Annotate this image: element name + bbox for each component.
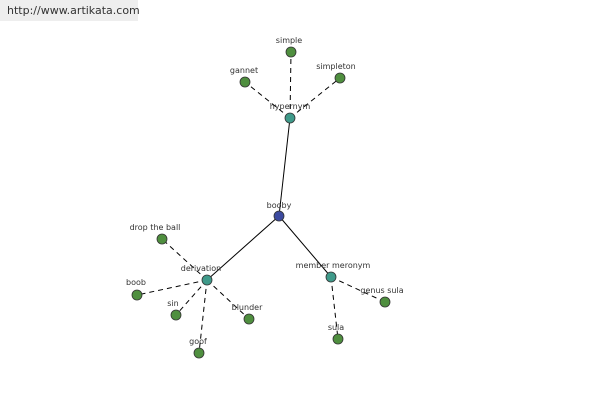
leaf-node-circle[interactable] <box>156 233 168 245</box>
node-booby[interactable]: booby <box>267 201 292 222</box>
hub-node-circle[interactable] <box>201 274 213 286</box>
node-label-derivation: derivation <box>181 264 221 273</box>
node-simpleton[interactable]: simpleton <box>316 62 356 84</box>
leaf-node-circle[interactable] <box>334 72 346 84</box>
node-label-genus-sula: genus sula <box>360 286 403 295</box>
node-sin[interactable]: sin <box>167 299 182 321</box>
edge-member-meronym-sula <box>330 276 339 340</box>
node-sula[interactable]: sula <box>328 323 344 345</box>
node-blunder[interactable]: blunder <box>232 303 263 325</box>
leaf-node-circle[interactable] <box>332 333 344 345</box>
root-node-circle[interactable] <box>273 210 285 222</box>
node-label-blunder: blunder <box>232 303 263 312</box>
edge-hypernym-simple <box>289 51 292 119</box>
edge-derivation-sin <box>175 279 208 316</box>
edge-hypernym-gannet <box>244 81 291 119</box>
edge-derivation-goof <box>198 279 208 354</box>
node-derivation[interactable]: derivation <box>181 264 221 286</box>
edge-member-meronym-genus-sula <box>330 276 386 303</box>
leaf-node-circle[interactable] <box>379 296 391 308</box>
node-label-simpleton: simpleton <box>316 62 356 71</box>
node-simple[interactable]: simple <box>276 36 302 58</box>
hub-node-circle[interactable] <box>325 271 337 283</box>
nodes-layer: simple gannet simpleton drop the ball boob si… <box>126 36 404 359</box>
node-boob[interactable]: boob <box>126 278 146 301</box>
node-hypernym[interactable]: hypernym <box>270 102 311 124</box>
edge-hypernym-simpleton <box>289 77 341 119</box>
node-label-member-meronym: member meronym <box>296 261 371 270</box>
node-drop-the-ball[interactable]: drop the ball <box>130 223 181 245</box>
node-label-simple: simple <box>276 36 302 45</box>
edge-derivation-blunder <box>206 279 250 320</box>
leaf-node-circle[interactable] <box>239 76 251 88</box>
node-label-drop-the-ball: drop the ball <box>130 223 181 232</box>
edge-booby-derivation <box>206 215 280 281</box>
node-label-boob: boob <box>126 278 146 287</box>
node-label-sula: sula <box>328 323 344 332</box>
edge-booby-member-meronym <box>278 215 332 278</box>
leaf-node-circle[interactable] <box>243 313 255 325</box>
node-label-hypernym: hypernym <box>270 102 311 111</box>
node-member-meronym[interactable]: member meronym <box>296 261 371 283</box>
node-genus-sula[interactable]: genus sula <box>360 286 404 308</box>
edges-layer <box>136 51 386 354</box>
node-label-booby: booby <box>267 201 292 210</box>
edge-derivation-boob <box>136 279 208 296</box>
url-banner-link[interactable]: http://www.artikata.com <box>0 0 140 21</box>
leaf-node-circle[interactable] <box>170 309 182 321</box>
node-label-gannet: gannet <box>230 66 258 75</box>
leaf-node-circle[interactable] <box>285 46 297 58</box>
edge-booby-hypernym <box>278 117 291 217</box>
node-label-goof: goof <box>189 337 207 346</box>
node-label-sin: sin <box>167 299 178 308</box>
node-gannet[interactable]: gannet <box>230 66 258 88</box>
edge-derivation-drop-the-ball <box>161 238 208 281</box>
node-goof[interactable]: goof <box>189 337 207 359</box>
hub-node-circle[interactable] <box>284 112 296 124</box>
leaf-node-circle[interactable] <box>193 347 205 359</box>
leaf-node-circle[interactable] <box>131 289 143 301</box>
